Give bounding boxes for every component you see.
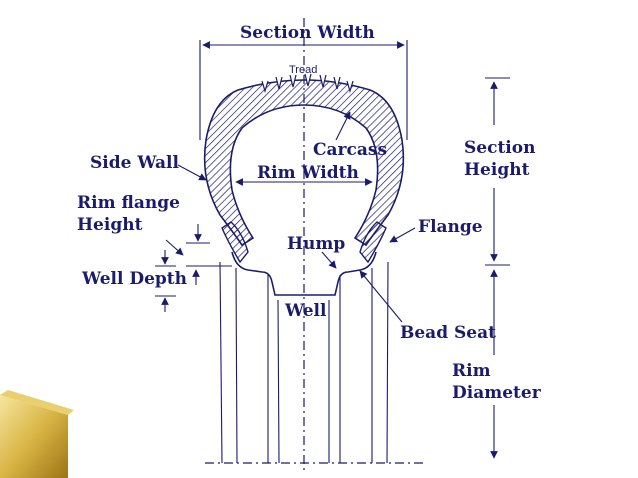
well-label: Well — [284, 301, 327, 321]
flange-leader — [389, 227, 416, 243]
tread-label: Tread — [289, 64, 317, 76]
well-depth-dimension — [155, 250, 200, 312]
corner-decoration — [0, 390, 74, 478]
hump-leader — [321, 251, 337, 269]
section-width-dimension — [199, 40, 408, 140]
section-height-label-line2: Height — [464, 160, 530, 180]
rim-flange-height-label-line2: Height — [77, 215, 143, 235]
side-wall-label: Side Wall — [90, 153, 179, 173]
right-bead — [359, 221, 387, 264]
section-height-label-line1: Section — [464, 138, 535, 158]
left-bead — [221, 221, 249, 264]
flange-label: Flange — [418, 217, 483, 237]
hump-label: Hump — [287, 234, 345, 254]
carcass-label: Carcass — [313, 140, 387, 160]
bead-seat-leader — [359, 270, 403, 323]
rim-flange-height-dimension — [165, 224, 232, 267]
tread-grooves — [261, 73, 354, 94]
rim-width-label: Rim Width — [257, 163, 359, 183]
rim-diameter-label-line1: Rim — [452, 361, 491, 381]
section-width-label: Section Width — [240, 23, 375, 43]
bead-seat-label: Bead Seat — [400, 323, 496, 343]
rim-diameter-label-line2: Diameter — [452, 383, 542, 403]
well-depth-label: Well Depth — [81, 269, 187, 289]
rim-flange-height-label-line1: Rim flange — [77, 193, 180, 213]
rim-profile — [231, 251, 377, 296]
rim-body-lines — [219, 261, 389, 464]
carcass-leader — [335, 111, 351, 141]
section-height-dimension — [485, 77, 510, 266]
side-wall-leader — [177, 164, 207, 181]
